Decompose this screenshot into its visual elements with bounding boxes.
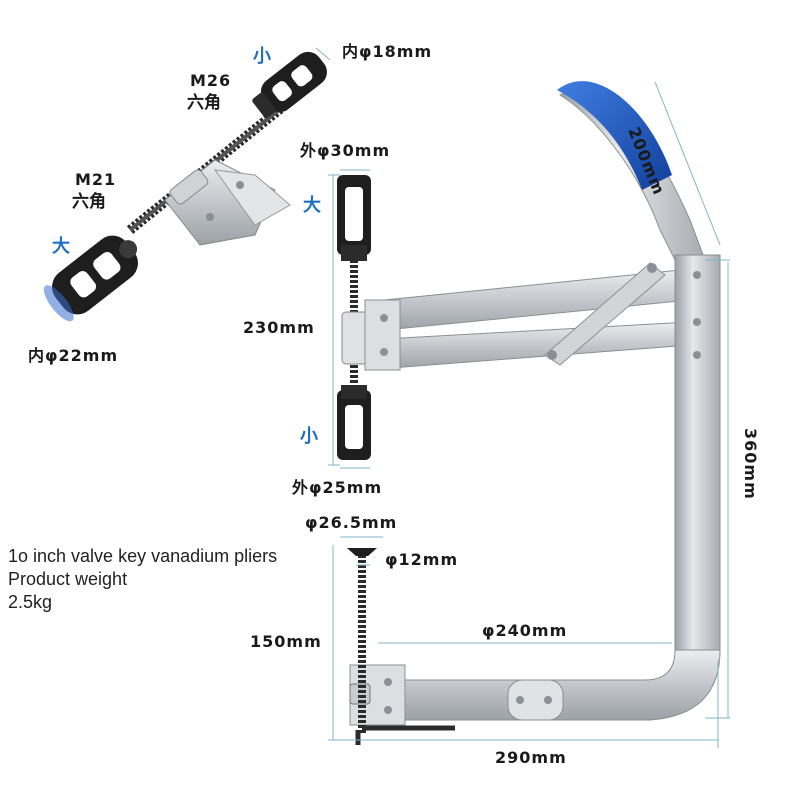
label-inner-22: 内φ22mm [28,346,119,365]
dimension-lines [315,47,730,748]
label-big-left: 大 [52,236,70,257]
label-length-360: 360mm [741,428,760,500]
weight-value: 2.5kg [8,592,53,612]
label-m21: M21 [75,170,117,189]
label-outer-25: 外φ25mm [292,478,383,497]
label-small-mid: 小 [300,426,318,447]
label-length-290: 290mm [495,748,567,767]
weight-label: Product weight [8,569,128,589]
product-info: 1o inch valve key vanadium pliers Produc… [8,545,277,614]
c-frame [347,81,721,745]
middle-rod [337,175,371,460]
label-small-top: 小 [253,46,271,67]
label-big-top: 大 [303,195,321,216]
label-diameter-12: φ12mm [385,550,459,569]
label-hex-2: 六角 [72,192,106,212]
product-name: 1o inch valve key vanadium pliers [8,546,278,566]
label-diameter-240: φ240mm [482,621,568,640]
label-m26: M26 [190,71,232,90]
label-outer-30: 外φ30mm [300,141,391,160]
accessory-clamp [164,159,291,246]
label-hex-1: 六角 [187,93,221,113]
label-length-150: 150mm [250,632,322,651]
label-diameter-26-5: φ26.5mm [305,513,398,532]
label-inner-18: 内φ18mm [342,42,433,61]
cage-small [252,51,327,118]
label-length-230: 230mm [243,318,315,337]
cage-large [43,235,138,322]
